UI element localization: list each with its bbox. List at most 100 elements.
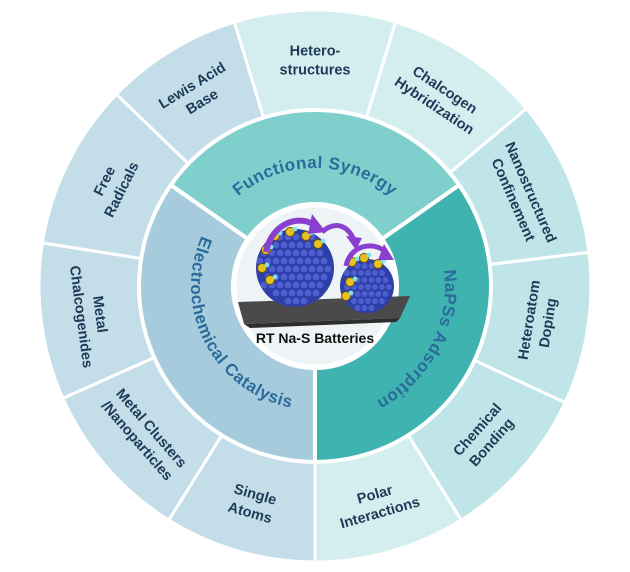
sodium-decoration <box>354 256 360 262</box>
sphere-bead <box>312 257 320 265</box>
sphere-bead <box>272 257 280 265</box>
sphere-bead <box>368 291 375 297</box>
arrow-head-icon <box>308 214 326 234</box>
sphere-bead <box>284 281 292 289</box>
sphere-bead <box>292 265 300 273</box>
sphere-bead <box>382 291 389 297</box>
sulfur-decoration <box>313 239 323 249</box>
sphere-bead <box>288 289 296 297</box>
sphere-bead <box>292 297 300 305</box>
sphere-bead <box>351 270 357 276</box>
sodium-decoration <box>264 262 270 268</box>
sphere-bead <box>368 263 375 269</box>
sphere-bead <box>358 270 364 276</box>
sphere-bead <box>276 281 284 289</box>
sphere-bead <box>276 249 284 257</box>
sphere-bead <box>372 298 378 304</box>
arrow-transfer-curve-icon <box>320 223 357 242</box>
sphere-bead <box>312 273 320 281</box>
sphere-bead <box>272 241 280 249</box>
sphere-bead <box>264 257 272 265</box>
outer-segment-label: Hetero-structures <box>280 44 351 79</box>
sphere-bead <box>386 284 392 290</box>
sphere-bead <box>320 257 328 265</box>
sulfur-decoration <box>341 291 351 301</box>
sphere-bead <box>368 305 375 311</box>
sphere-bead <box>379 298 385 304</box>
sphere-bead <box>316 249 324 257</box>
sphere-bead <box>372 284 378 290</box>
sodium-decoration <box>292 226 298 232</box>
center-title: RT Na-S Batteries <box>256 330 374 346</box>
sphere-bead <box>372 270 378 276</box>
sphere-bead <box>358 298 364 304</box>
sphere-bead <box>308 265 316 273</box>
sphere-bead <box>292 249 300 257</box>
sulfur-decoration <box>373 259 383 269</box>
outer-label-line: Doping <box>537 297 561 349</box>
sphere-bead <box>280 241 288 249</box>
sulfur-decoration <box>345 277 355 287</box>
sphere-bead <box>304 257 312 265</box>
sphere-bead <box>308 281 316 289</box>
sulfur-decoration <box>265 275 275 285</box>
sphere-bead <box>288 241 296 249</box>
sphere-bead <box>365 270 371 276</box>
sulfur-decoration <box>359 253 369 263</box>
sphere-bead <box>382 277 389 283</box>
sphere-bead <box>324 265 332 273</box>
sphere-bead <box>288 257 296 265</box>
sphere-bead <box>304 241 312 249</box>
sodium-decoration <box>366 252 372 258</box>
sphere-bead <box>361 263 368 269</box>
outer-label-line: structures <box>280 63 351 79</box>
sphere-bead <box>292 281 300 289</box>
sphere-bead <box>268 265 276 273</box>
middle-segment <box>137 182 317 465</box>
sphere-bead <box>351 298 357 304</box>
sodium-decoration <box>320 238 326 244</box>
sphere-bead <box>280 273 288 281</box>
sphere-bead <box>296 273 304 281</box>
sphere-bead <box>361 305 368 311</box>
sphere-bead <box>316 265 324 273</box>
arrow-head-icon <box>378 244 394 260</box>
sphere-bead <box>284 249 292 257</box>
sulfur-decoration <box>285 227 295 237</box>
sphere-bead <box>260 281 268 289</box>
sphere-bead <box>280 257 288 265</box>
sphere-bead <box>358 284 364 290</box>
sphere-bead <box>354 305 361 311</box>
sphere-bead <box>379 284 385 290</box>
sphere-bead <box>361 277 368 283</box>
sphere-bead <box>365 284 371 290</box>
sphere-bead <box>368 277 375 283</box>
sphere-bead <box>365 298 371 304</box>
sphere-bead <box>375 277 382 283</box>
outer-segment-label: HeteroatomDoping <box>516 279 563 364</box>
sulfur-decoration <box>257 263 267 273</box>
sphere-bead <box>316 281 324 289</box>
sphere-bead <box>300 281 308 289</box>
sphere-bead <box>354 291 361 297</box>
sphere-bead <box>304 289 312 297</box>
sphere-bead <box>375 291 382 297</box>
sphere-bead <box>300 297 308 305</box>
sphere-bead <box>300 265 308 273</box>
sphere-bead <box>296 241 304 249</box>
sphere-bead <box>292 233 300 241</box>
sphere-bead <box>280 289 288 297</box>
middle-segment <box>168 108 462 242</box>
sphere-bead <box>308 249 316 257</box>
sphere-bead <box>344 270 350 276</box>
sphere-bead <box>256 257 264 265</box>
sodium-decoration <box>352 276 358 282</box>
sphere-bead <box>284 297 292 305</box>
sphere-bead <box>304 273 312 281</box>
sodium-decoration <box>272 274 278 280</box>
sphere-bead <box>312 289 320 297</box>
outer-label-line: Metal <box>89 295 110 334</box>
sphere-bead <box>379 270 385 276</box>
